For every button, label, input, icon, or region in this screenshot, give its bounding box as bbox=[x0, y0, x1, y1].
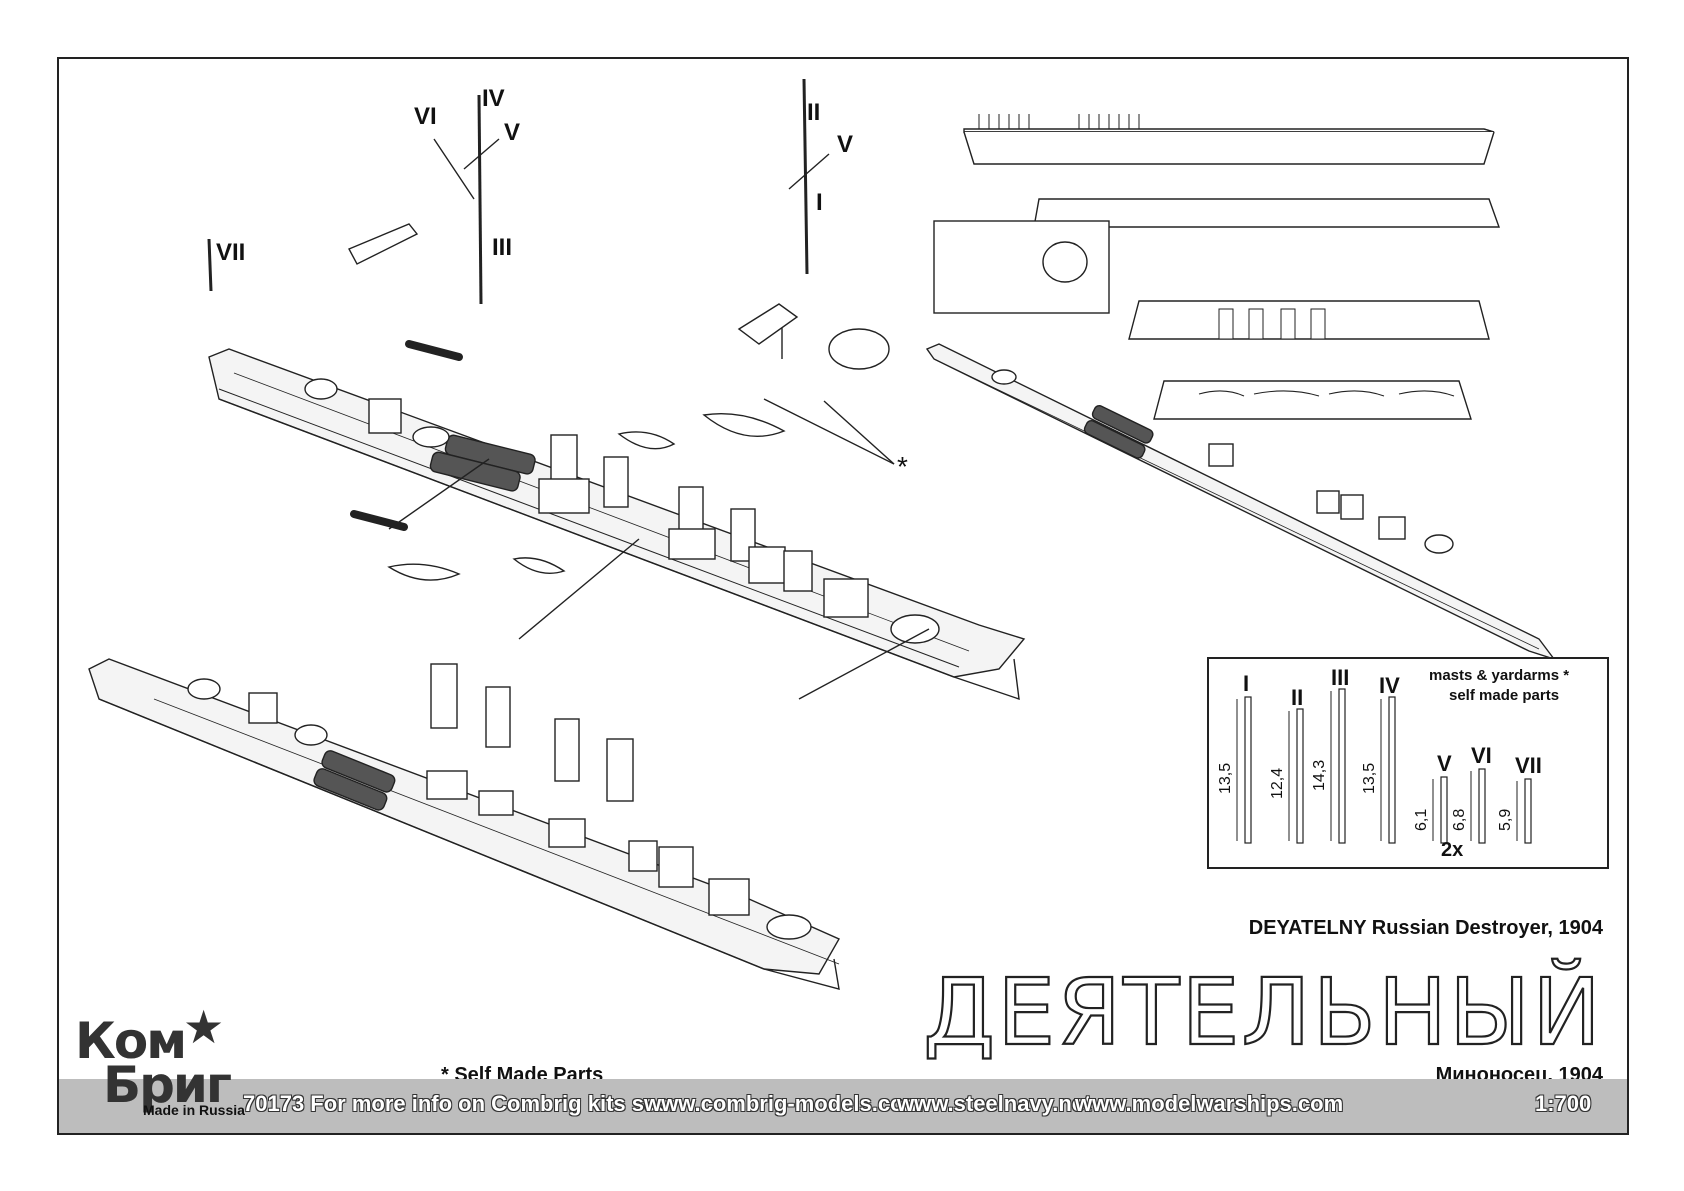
footer-link-steelnavy[interactable]: www.steelnavy.net bbox=[897, 1091, 1092, 1116]
spec-roman-v: V bbox=[1437, 751, 1452, 776]
footer-bar: 70173 For more info on Combrig kits see:… bbox=[59, 1079, 1627, 1133]
star-icon: ★ bbox=[183, 1001, 225, 1053]
label-v-left: V bbox=[504, 119, 521, 146]
label-iii: III bbox=[492, 234, 513, 261]
footer-kit-info: 70173 For more info on Combrig kits see: bbox=[243, 1091, 676, 1116]
footer-link-combrig[interactable]: www.combrig-models.com bbox=[644, 1091, 924, 1116]
spec-length-vii: 5,9 bbox=[1497, 808, 1514, 831]
asterisk-marker: * bbox=[897, 451, 908, 482]
label-iv: IV bbox=[482, 85, 505, 112]
label-ii: II bbox=[807, 99, 821, 126]
spec-bars bbox=[1236, 688, 1532, 844]
assembly-drawing bbox=[88, 78, 1556, 990]
logo-line-1: Ком bbox=[75, 1012, 187, 1070]
spec-length-ii: 12,4 bbox=[1269, 767, 1286, 799]
lower-hull bbox=[88, 658, 840, 975]
spec-length-iii: 14,3 bbox=[1311, 759, 1328, 791]
combrig-logo: Ком Бриг ★ Made in Russia bbox=[73, 1001, 273, 1124]
spec-multiplier: 2x bbox=[1441, 839, 1464, 861]
masts-spec-table: masts & yardarms * self made parts I II … bbox=[1207, 657, 1609, 869]
logo-line-2: Бриг bbox=[103, 1056, 232, 1114]
spec-roman-ii: II bbox=[1291, 685, 1304, 710]
spec-heading-2: self made parts bbox=[1449, 687, 1560, 704]
label-vii: VII bbox=[216, 239, 246, 266]
label-i: I bbox=[816, 189, 823, 216]
spec-length-iv: 13,5 bbox=[1361, 762, 1378, 794]
spec-roman-iii: III bbox=[1331, 665, 1350, 690]
spec-roman-vi: VI bbox=[1471, 743, 1492, 768]
spec-heading-1: masts & yardarms * bbox=[1429, 667, 1570, 684]
footer-link-modelwarships[interactable]: www.modelwarships.com bbox=[1075, 1091, 1344, 1116]
spec-roman-vii: VII bbox=[1515, 753, 1542, 778]
spec-length-v: 6,1 bbox=[1413, 808, 1430, 831]
spec-roman-iv: IV bbox=[1379, 673, 1400, 698]
footer-scale: 1:700 bbox=[1535, 1091, 1592, 1116]
title-russian: ДЕЯТЕЛЬНЫЙ bbox=[922, 958, 1603, 1067]
title-english: DEYATELNY Russian Destroyer, 1904 bbox=[1248, 917, 1603, 939]
label-vi: VI bbox=[414, 103, 437, 130]
spec-roman-i: I bbox=[1243, 671, 1250, 696]
label-v-right: V bbox=[837, 131, 854, 158]
instruction-sheet: VII VI IV V III II V I * masts & yardarm… bbox=[57, 57, 1629, 1135]
spec-length-vi: 6,8 bbox=[1451, 808, 1468, 831]
spec-length-i: 13,5 bbox=[1217, 762, 1234, 794]
logo-made-in: Made in Russia bbox=[143, 1102, 245, 1118]
